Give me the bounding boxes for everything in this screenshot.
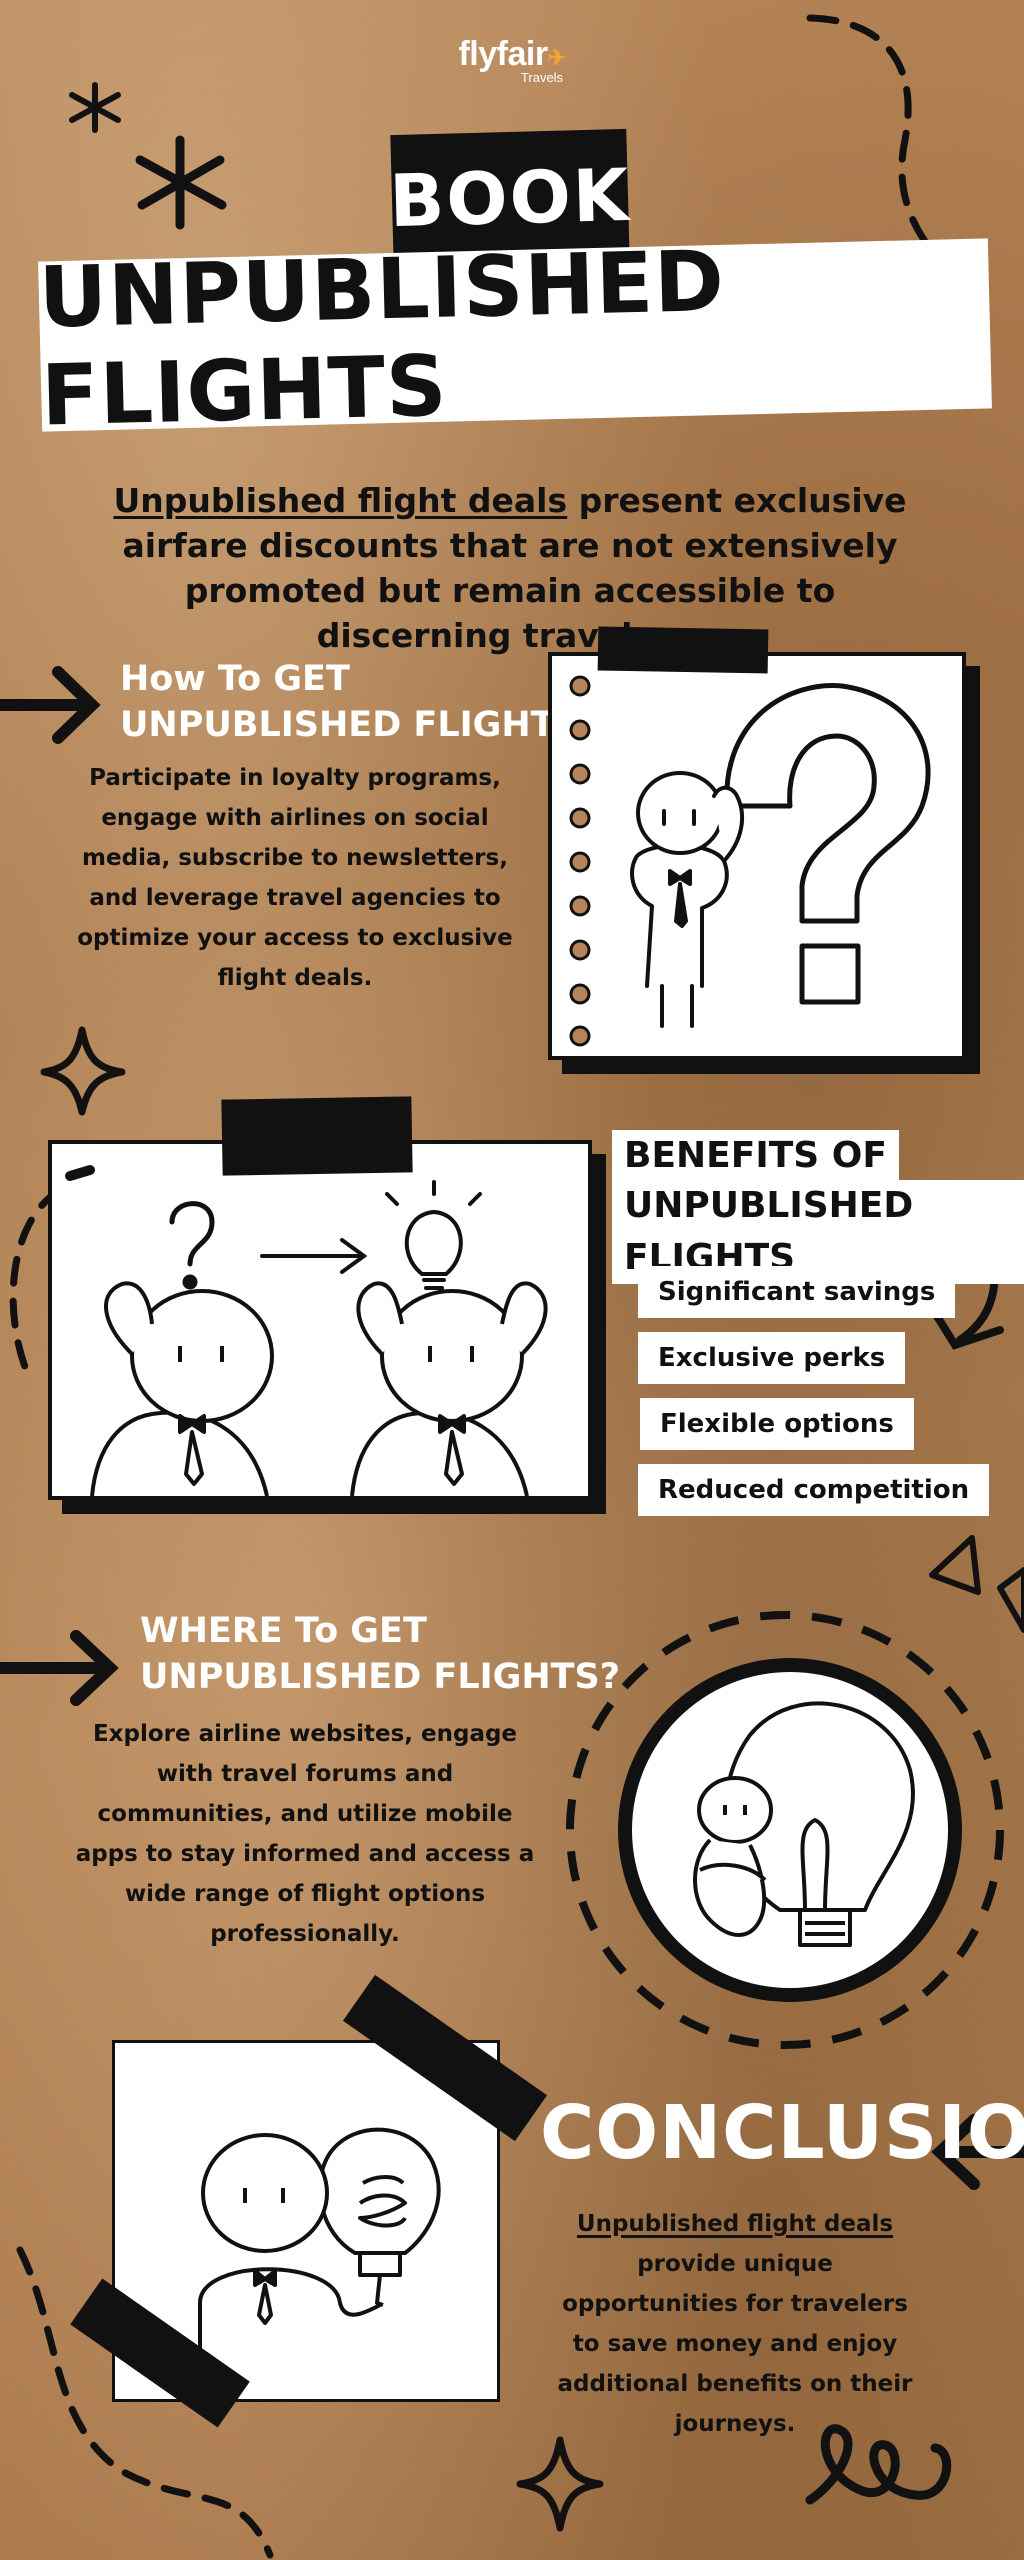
benefit-item: Significant savings [638, 1266, 956, 1318]
tape-strip [221, 1096, 413, 1176]
benefit-label: Exclusive perks [638, 1332, 906, 1384]
where-to-heading: WHERE To GET UNPUBLISHED FLIGHTS? [140, 1608, 620, 1700]
conclusion-link[interactable]: Unpublished flight deals [576, 2211, 894, 2237]
benefit-item: Reduced competition [638, 1464, 990, 1516]
lightbulb-icon [385, 1180, 482, 1290]
asterisk-icon [135, 135, 227, 230]
how-to-line: and leverage travel agencies to [89, 885, 501, 911]
question-to-idea-illustration [65, 1165, 548, 1497]
how-to-line: media, subscribe to newsletters, [82, 845, 508, 871]
benefit-label: Flexible options [640, 1398, 914, 1450]
question-mark-icon [724, 683, 931, 1005]
cartoon-person [630, 771, 745, 1028]
where-to-body: Explore airline websites, engage with tr… [70, 1714, 540, 1954]
sparkle-icon [516, 2436, 604, 2532]
logo-name: flyfair [458, 35, 548, 73]
where-to-line: with travel forums and [156, 1761, 454, 1787]
conclusion-line: opportunities for travelers [562, 2291, 908, 2317]
benefit-item: Exclusive perks [638, 1332, 906, 1384]
conclusion-line: journeys. [674, 2411, 796, 2437]
where-to-line: professionally. [210, 1921, 400, 1947]
how-to-heading-line1: How To GET [120, 659, 350, 699]
lightbulb-icon [724, 1701, 915, 1947]
where-to-heading-line1: WHERE To GET [140, 1611, 427, 1651]
intro-paragraph: Unpublished flight deals present exclusi… [110, 478, 910, 658]
lightbulb-person-illustration [618, 1658, 962, 2002]
triangle-icon [997, 1567, 1024, 1633]
cartoon-person [693, 1776, 773, 1937]
conclusion-line: provide unique [637, 2251, 833, 2277]
logo-subtitle: Travels [520, 70, 564, 85]
main-title: UNPUBLISHED FLIGHTS [37, 231, 726, 445]
person-with-lightbulb-illustration [198, 2127, 441, 2399]
benefits-title-line1: BENEFITS OF [612, 1130, 899, 1182]
benefits-title: BENEFITS OF [612, 1130, 899, 1182]
dashed-circle [566, 1611, 1004, 2049]
intro-link[interactable]: Unpublished flight deals [113, 481, 568, 520]
triangle-icon [929, 1535, 981, 1595]
cartoon-person [90, 1281, 274, 1497]
notebook-card [548, 652, 966, 1060]
cartoon-person [198, 2133, 381, 2399]
tape-strip [597, 626, 769, 674]
benefit-label: Reduced competition [638, 1464, 990, 1516]
how-to-body: Participate in loyalty programs, engage … [70, 758, 520, 998]
benefit-label: Significant savings [638, 1266, 956, 1318]
benefit-item: Flexible options [640, 1398, 914, 1450]
lightbulb-icon [317, 2127, 441, 2307]
question-mark-icon [169, 1201, 215, 1290]
arrow-right-icon [0, 1630, 119, 1706]
bottom-idea-card [112, 2040, 500, 2402]
loop-squiggle [805, 2424, 952, 2505]
how-to-line: optimize your access to exclusive [77, 925, 513, 951]
sparkle-icon [40, 1026, 126, 1116]
where-to-line: Explore airline websites, engage [92, 1721, 518, 1747]
conclusion-body: Unpublished flight deals provide unique … [545, 2204, 925, 2444]
book-label: BOOK [388, 152, 632, 244]
conclusion-line: additional benefits on their [557, 2371, 913, 2397]
brand-logo: flyfair✈ Travels [412, 36, 612, 85]
where-to-line: apps to stay informed and access a [75, 1841, 535, 1867]
where-to-heading-line2: UNPUBLISHED FLIGHTS? [140, 1657, 621, 1697]
asterisk-icon [69, 82, 121, 133]
how-to-line: Participate in loyalty programs, [89, 765, 501, 791]
where-to-line: communities, and utilize mobile [97, 1801, 513, 1827]
arrow-right-icon [260, 1238, 368, 1274]
arrow-left-icon [931, 2114, 1024, 2190]
arrow-right-icon [0, 666, 101, 744]
thinking-person-illustration [569, 675, 931, 1047]
cartoon-person [350, 1281, 548, 1497]
main-title-box: UNPUBLISHED FLIGHTS [38, 232, 992, 445]
conclusion-line: to save money and enjoy [572, 2331, 898, 2357]
where-to-line: wide range of flight options [124, 1881, 486, 1907]
plane-icon: ✈ [547, 45, 566, 70]
how-to-line: flight deals. [217, 965, 373, 991]
idea-card [48, 1140, 592, 1500]
how-to-line: engage with airlines on social [101, 805, 489, 831]
how-to-heading: How To GET UNPUBLISHED FLIGHTS? [120, 656, 600, 748]
dashed-arc-left [9, 1186, 64, 1384]
conclusion-heading: CONCLUSION [540, 2090, 1024, 2176]
how-to-heading-line2: UNPUBLISHED FLIGHTS? [120, 705, 601, 745]
